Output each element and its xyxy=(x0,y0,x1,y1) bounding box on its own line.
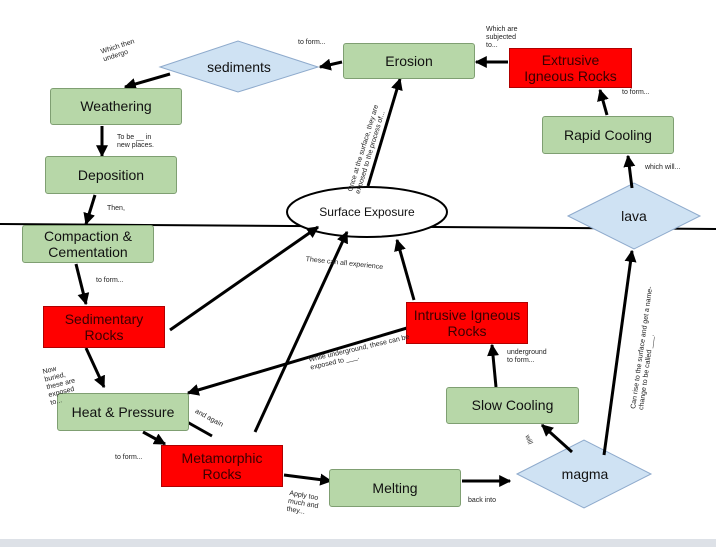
arrow-compaction-to-sedimentary xyxy=(74,263,90,306)
bottom-edge-bar xyxy=(0,539,716,547)
sedimentary-rocks-box: Sedimentary Rocks xyxy=(43,306,165,348)
arrow-heat-to-metamorphic xyxy=(142,430,167,446)
lava-label: lava xyxy=(621,207,647,224)
rapid-cooling-label: Rapid Cooling xyxy=(564,126,652,143)
arrow-lava-to-rapid xyxy=(623,154,636,189)
rapid-cooling-box: Rapid Cooling xyxy=(542,116,674,154)
intrusive-igneous-label: Intrusive Igneous Rocks xyxy=(413,306,521,339)
weathering-label: Weathering xyxy=(80,98,152,115)
compaction-label: Compaction & Cementation xyxy=(44,227,132,260)
slow-cooling-box: Slow Cooling xyxy=(446,387,579,424)
arrow-magma-to-lava xyxy=(602,249,637,456)
label-to-form-rapid: to form... xyxy=(622,89,650,96)
metamorphic-rocks-label: Metamorphic Rocks xyxy=(181,449,263,482)
intrusive-igneous-box: Intrusive Igneous Rocks xyxy=(406,302,528,344)
sedimentary-rocks-label: Sedimentary Rocks xyxy=(64,310,144,343)
magma-node: magma xyxy=(550,464,620,484)
label-to-be-in-new-places: To be __ in new places. xyxy=(117,134,154,150)
label-back-into: back into xyxy=(468,497,497,504)
arrow-sediments-to-weathering xyxy=(123,72,171,90)
erosion-box: Erosion xyxy=(343,43,475,79)
arrow-sedimentary-to-heat xyxy=(84,347,106,389)
magma-label: magma xyxy=(561,465,609,482)
label-underground-to-form: underground to form... xyxy=(507,349,547,365)
surface-exposure-label: Surface Exposure xyxy=(319,205,415,220)
label-to-form-sed: to form... xyxy=(96,277,124,284)
arrow-erosion-to-sediments xyxy=(318,58,343,71)
arrow-magma-to-slow xyxy=(540,423,574,454)
arrow-sedimentary-to-surface xyxy=(169,225,319,332)
label-to-form-top: to form... xyxy=(298,39,326,46)
label-then: Then, xyxy=(107,205,125,212)
deposition-box: Deposition xyxy=(45,156,177,194)
melting-label: Melting xyxy=(372,479,418,496)
lava-node: lava xyxy=(604,206,664,226)
label-which-will: which will... xyxy=(645,164,681,171)
surface-exposure-ellipse xyxy=(286,186,448,238)
metamorphic-rocks-box: Metamorphic Rocks xyxy=(161,445,283,487)
melting-box: Melting xyxy=(329,469,461,507)
slow-cooling-label: Slow Cooling xyxy=(471,397,554,414)
extrusive-igneous-box: Extrusive Igneous Rocks xyxy=(509,48,632,88)
sediments-diamond xyxy=(158,40,320,93)
arrow-deposition-to-compaction xyxy=(83,194,97,226)
arrow-rapid-to-extrusive xyxy=(597,88,609,116)
arrow-surface-to-erosion xyxy=(366,77,403,187)
arrow-metamorphic-to-surface xyxy=(253,230,349,433)
label-which-are-subjected: Which are subjected to... xyxy=(486,26,518,50)
arrow-intrusive-to-surface xyxy=(394,238,416,301)
magma-diamond xyxy=(515,439,653,509)
arrow-intrusive-to-heat xyxy=(186,326,408,396)
arrow-slow-to-intrusive xyxy=(487,343,499,388)
lava-diamond xyxy=(566,182,702,250)
sediments-node: sediments xyxy=(195,56,283,78)
erosion-label: Erosion xyxy=(385,52,433,69)
weathering-box: Weathering xyxy=(50,88,182,125)
heat-pressure-label: Heat & Pressure xyxy=(71,403,175,420)
heat-pressure-box: Heat & Pressure xyxy=(57,393,189,431)
compaction-box: Compaction & Cementation xyxy=(22,225,154,263)
surface-exposure-node: Surface Exposure xyxy=(300,203,434,223)
arrow-metamorphic-to-melting xyxy=(283,473,333,486)
label-to-form-meta: to form... xyxy=(115,454,143,461)
deposition-label: Deposition xyxy=(77,166,145,183)
sediments-label: sediments xyxy=(207,58,271,75)
extrusive-igneous-label: Extrusive Igneous Rocks xyxy=(524,51,617,84)
